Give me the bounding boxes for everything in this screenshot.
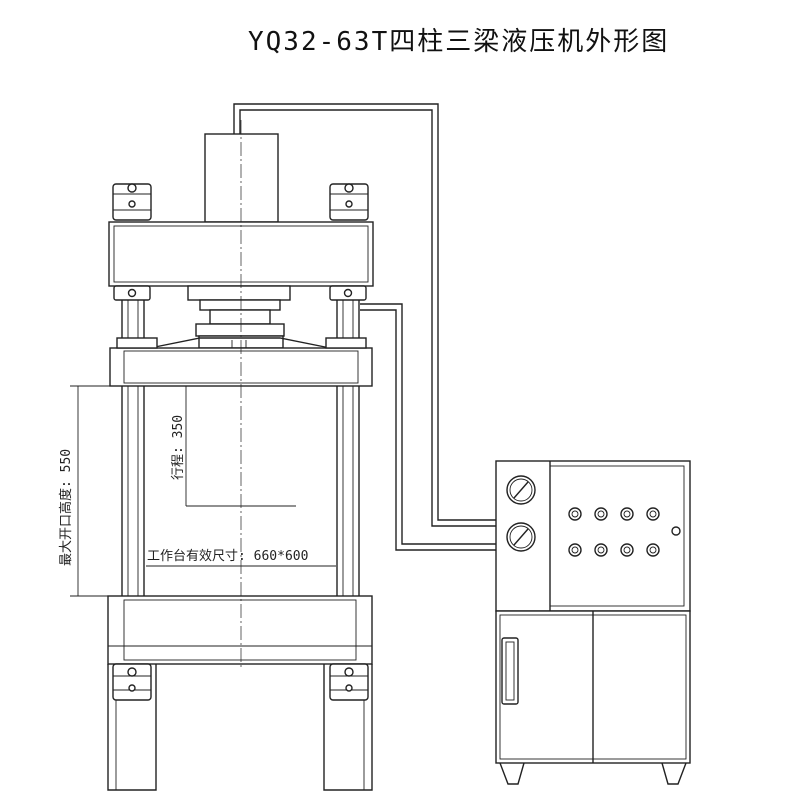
pressure-gauge-icon <box>506 522 536 552</box>
dimension-max-opening: 最大开口高度: 550 <box>58 385 112 597</box>
press-body <box>107 120 374 791</box>
cabinet-handle <box>501 637 519 705</box>
hydraulic-cylinder <box>204 133 279 223</box>
top-nuts <box>112 183 369 221</box>
upper-lock-nuts <box>113 285 367 301</box>
dimension-table-size: 工作台有效尺寸: 660*600 <box>146 549 336 567</box>
max-opening-label: 最大开口高度: 550 <box>58 449 74 566</box>
hydraulic-pipes <box>233 103 496 551</box>
control-buttons <box>568 507 681 557</box>
pressure-gauge-icon <box>506 475 536 505</box>
dimension-stroke: 行程: 350 <box>171 386 296 507</box>
stroke-label: 行程: 350 <box>171 415 186 480</box>
table-size-label: 工作台有效尺寸: 660*600 <box>147 549 308 564</box>
lower-beam-worktable <box>107 595 373 665</box>
drawing-title: YQ32-63T四柱三梁液压机外形图 <box>248 27 669 57</box>
lower-nuts <box>112 663 369 701</box>
base-frame <box>107 664 373 791</box>
columns <box>121 297 360 669</box>
control-cabinet <box>495 460 691 785</box>
